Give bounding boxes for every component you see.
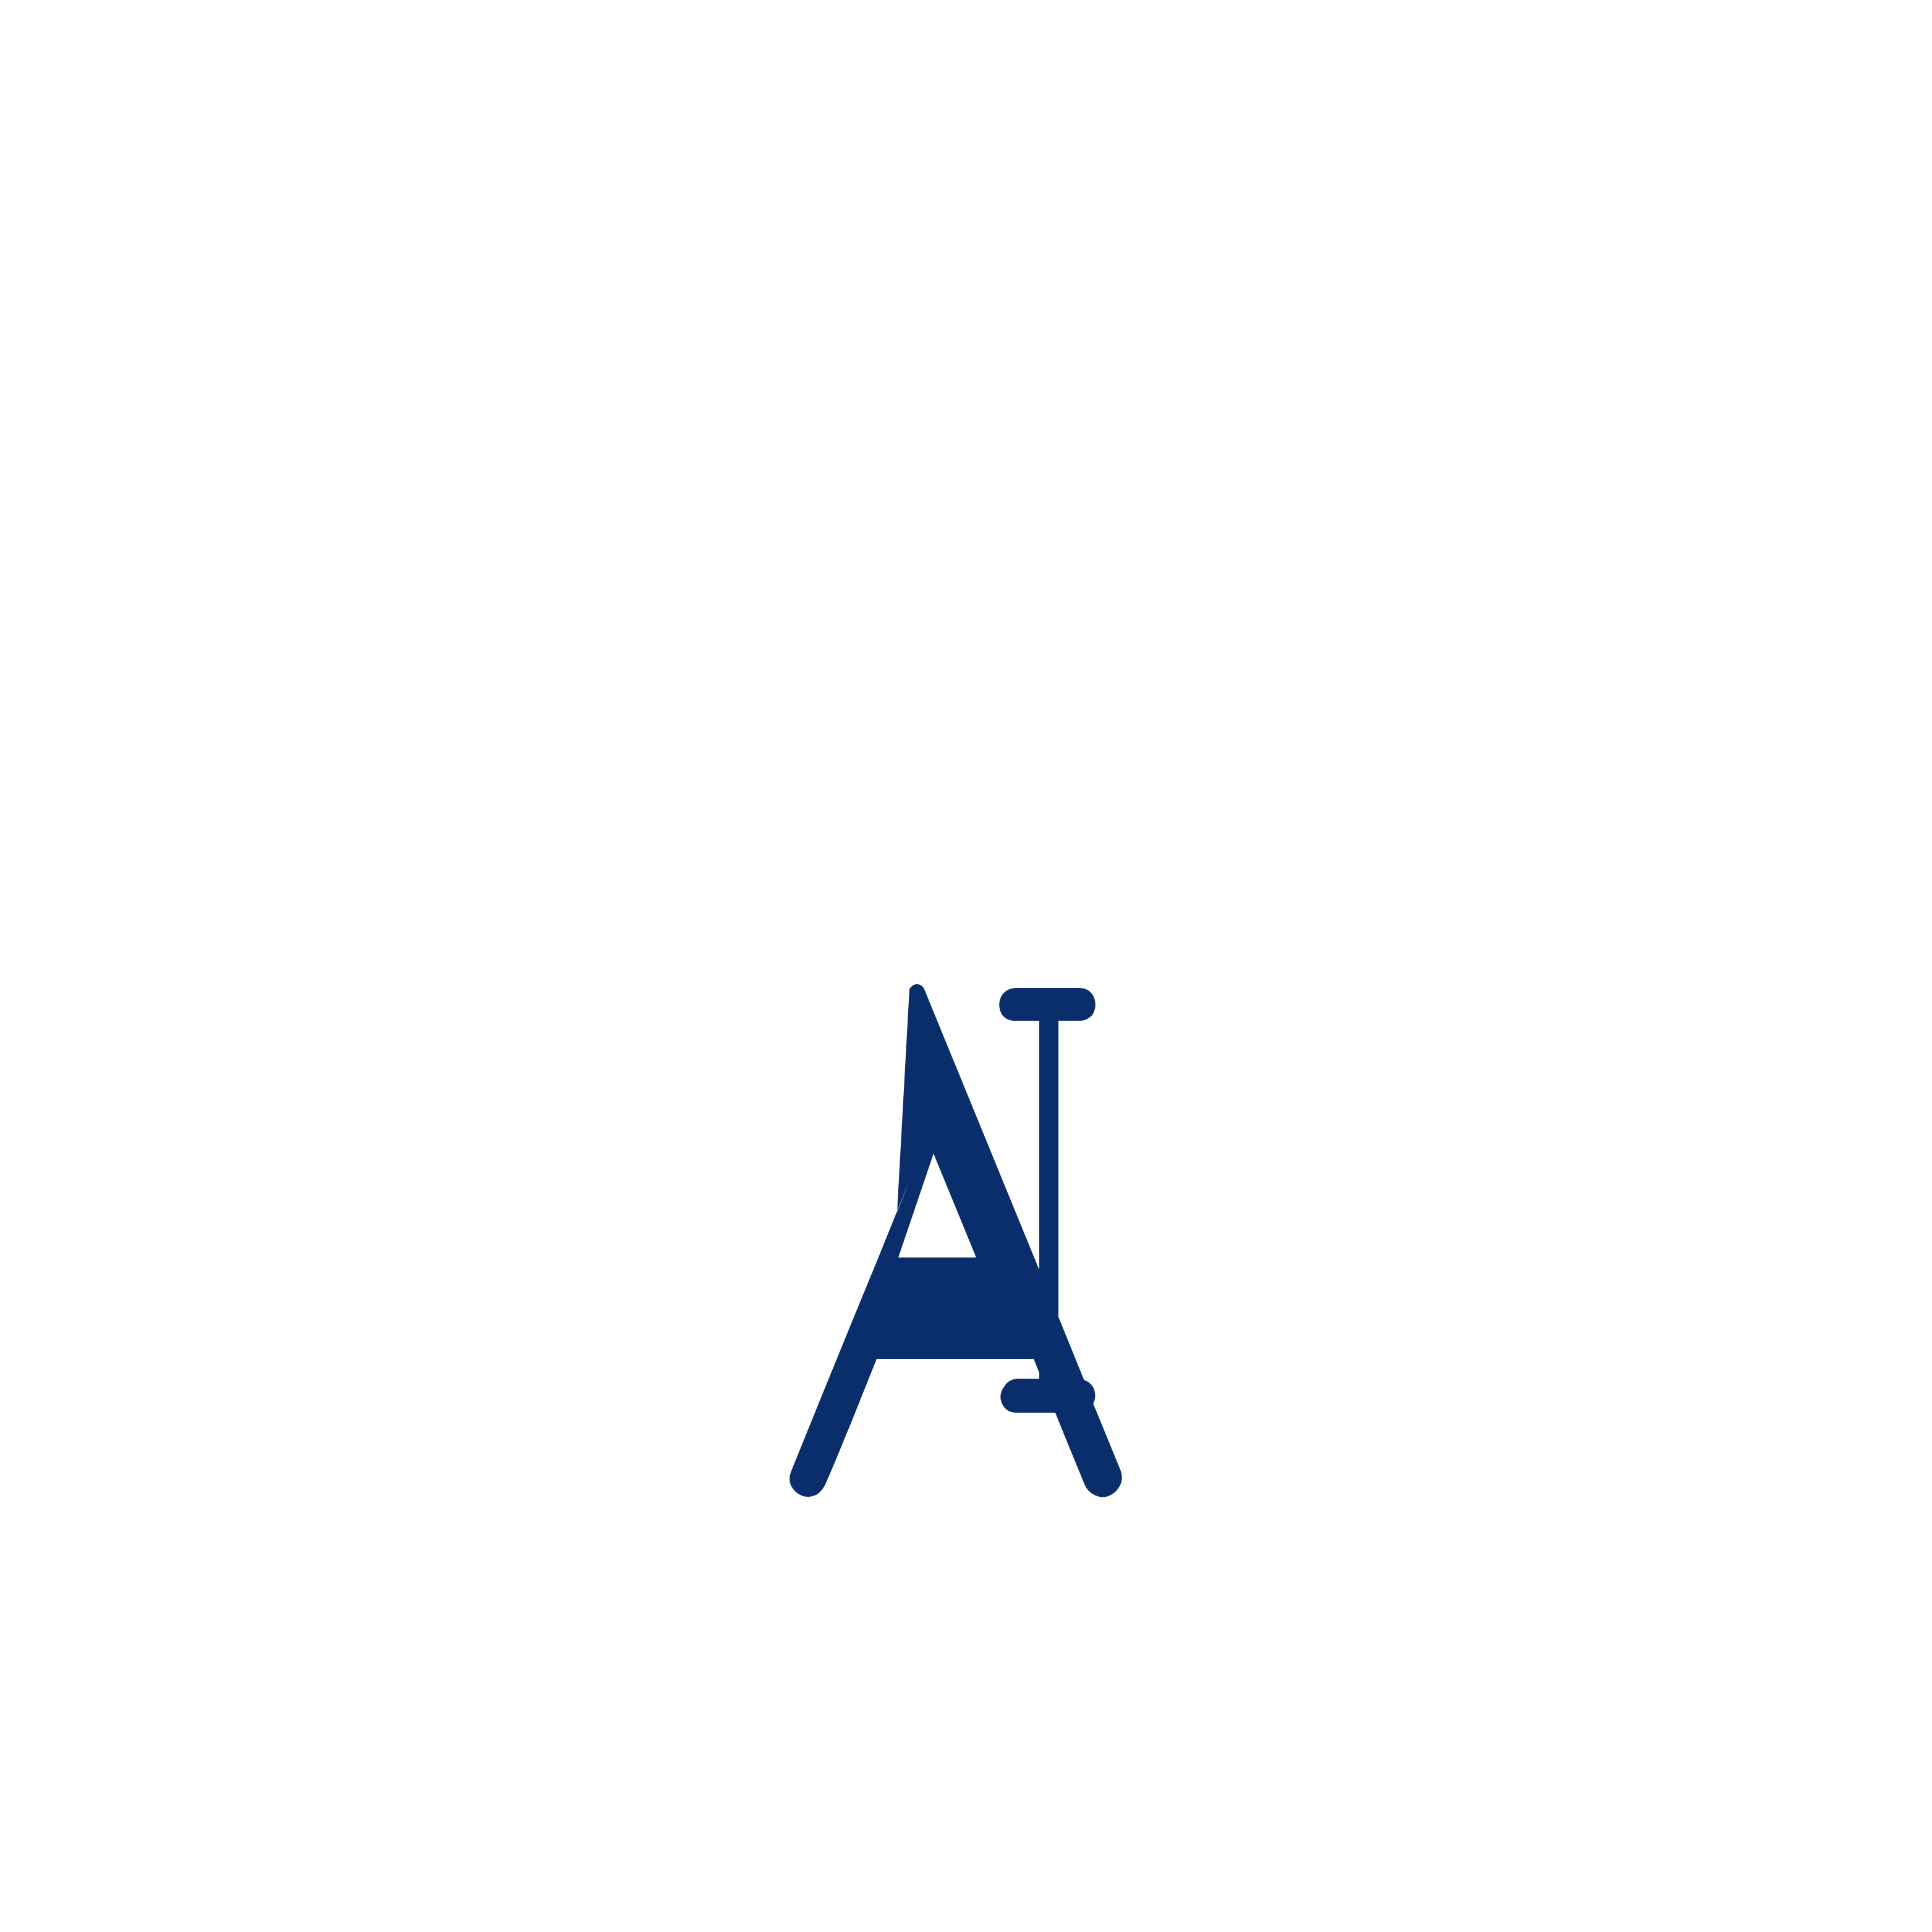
logo-letter-a-glyph <box>789 984 1122 1497</box>
logo-letter-i-glyph <box>999 988 1096 1413</box>
